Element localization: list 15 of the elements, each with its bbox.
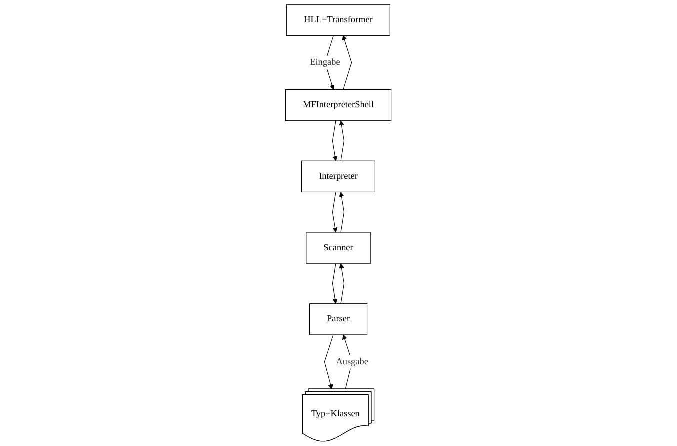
node-box: Scanner [306,232,371,264]
edge-label: Ausgabe [336,356,368,367]
arrow [332,120,338,162]
edge-label: Eingabe [310,58,340,68]
node-box: Parser [309,304,368,336]
node-box: HLL−Transformer [286,4,390,36]
arrow [324,334,334,390]
arrow [332,263,338,304]
node-box: Interpreter [302,160,376,192]
arrow [339,192,345,233]
arrow [339,120,345,162]
arrow [339,263,345,304]
arrow [332,192,338,233]
arrow [342,35,352,90]
node-box: MFInterpreterShell [285,89,392,122]
